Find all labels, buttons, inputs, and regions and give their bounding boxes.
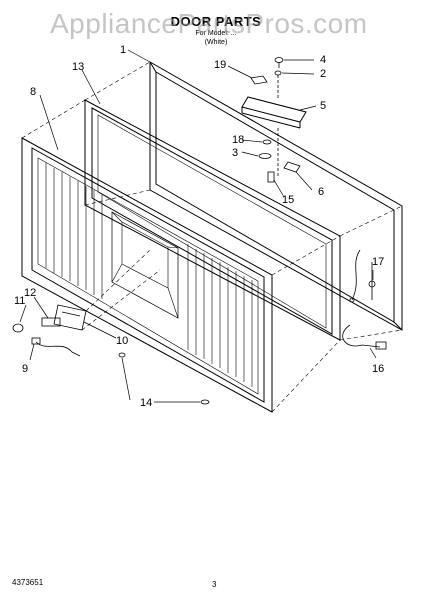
callout-5: 5 xyxy=(320,100,326,112)
wire-harness xyxy=(342,249,387,350)
callout-15: 15 xyxy=(282,194,294,206)
callout-1: 1 xyxy=(120,44,126,56)
callout-11: 11 xyxy=(14,295,25,307)
model-line: For Model: ... xyxy=(195,30,237,37)
callout-17: 17 xyxy=(372,256,384,268)
callout-9: 9 xyxy=(22,363,28,375)
callout-16: 16 xyxy=(372,363,384,375)
watermark: AppliancePartsPros.com xyxy=(50,8,368,39)
callout-2: 2 xyxy=(320,68,326,80)
light-assembly xyxy=(12,304,87,357)
callout-12: 12 xyxy=(24,287,36,299)
callout-labels: 1 2 3 4 5 6 8 9 10 11 12 13 14 15 16 17 … xyxy=(14,44,384,409)
callout-3: 3 xyxy=(232,147,238,159)
inner-door-liner xyxy=(21,137,273,413)
callout-8: 8 xyxy=(30,86,36,98)
callout-10: 10 xyxy=(116,335,128,347)
callout-18: 18 xyxy=(232,134,244,146)
hinge-bracket xyxy=(241,96,307,129)
callout-13: 13 xyxy=(72,61,84,73)
callout-19: 19 xyxy=(214,59,226,71)
color-line: (White) xyxy=(204,39,228,46)
callout-4: 4 xyxy=(320,54,326,66)
alignment-lines xyxy=(21,61,403,413)
callout-6: 6 xyxy=(318,186,324,198)
callout-14: 14 xyxy=(140,397,152,409)
footer-page-number: 3 xyxy=(212,580,217,589)
door-clips xyxy=(118,352,210,405)
footer-part-number: 4373651 xyxy=(12,578,44,587)
door-outer-panel xyxy=(149,61,403,331)
leader-lines xyxy=(19,49,377,403)
diagram-title: DOOR PARTS xyxy=(170,14,262,29)
door-gasket xyxy=(84,99,341,341)
